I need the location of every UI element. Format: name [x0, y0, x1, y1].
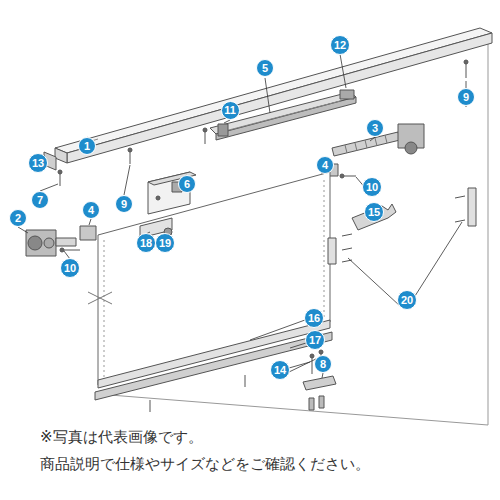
- callout-text: 14: [274, 365, 286, 376]
- callout-number: 9: [457, 88, 475, 106]
- callout-number: 13: [28, 153, 48, 173]
- callout-text: 2: [15, 213, 21, 224]
- callout-text: 17: [309, 335, 321, 346]
- callout-text: 15: [368, 207, 380, 218]
- callout-text: 8: [320, 359, 326, 370]
- callout-number: 15: [364, 202, 384, 222]
- callout-text: 20: [401, 295, 413, 306]
- callout-number: 8: [314, 355, 332, 373]
- callout-text: 11: [224, 105, 236, 116]
- callout-number: 19: [155, 233, 175, 253]
- callout-text: 16: [308, 313, 320, 324]
- callout-number: 12: [330, 35, 350, 55]
- callout-text: 5: [262, 63, 268, 74]
- callout-text: 9: [121, 199, 127, 210]
- callout-text: 13: [32, 158, 44, 169]
- callout-text: 9: [463, 92, 469, 103]
- callout-text: 10: [366, 182, 378, 193]
- callout-number: 10: [362, 177, 382, 197]
- note-text: 商品説明で仕様やサイズなどをご確認ください。: [40, 455, 370, 473]
- callout-number: 6: [178, 175, 196, 193]
- callout-number: 7: [31, 191, 49, 209]
- callout-text: 19: [159, 238, 171, 249]
- callout-number: 5: [256, 59, 274, 77]
- callout-number: 2: [9, 209, 27, 227]
- callout-text: 10: [64, 263, 76, 274]
- callout-number: 20: [397, 290, 417, 310]
- callout-text: 18: [140, 238, 152, 249]
- callout-number: 9: [115, 195, 133, 213]
- callout-number: 14: [270, 360, 290, 380]
- callout-text: 3: [372, 123, 378, 134]
- callout-text: 6: [184, 179, 190, 190]
- callout-number: 17: [305, 330, 325, 350]
- callout-number: 4: [82, 201, 100, 219]
- note-text: ※写真は代表画像です。: [40, 428, 203, 446]
- callout-text: 4: [322, 160, 328, 171]
- callout-number: 1: [78, 137, 96, 155]
- callout-text: 7: [37, 195, 43, 206]
- callout-number: 10: [60, 258, 80, 278]
- callout-text: 4: [88, 205, 94, 216]
- callout-number: 4: [316, 156, 334, 174]
- callout-number: 18: [136, 233, 156, 253]
- callout-text: 1: [84, 141, 90, 152]
- callout-number: 11: [221, 101, 240, 120]
- callout-text: 12: [334, 40, 346, 51]
- callout-number: 16: [304, 308, 324, 328]
- callout-number: 3: [366, 119, 384, 137]
